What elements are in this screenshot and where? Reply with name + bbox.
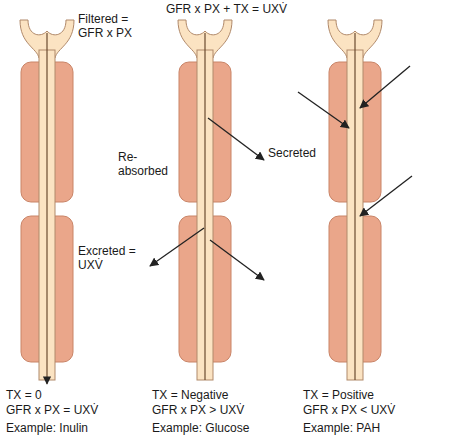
condition-label: TX = Positive	[303, 388, 448, 402]
callout-label: Filtered = GFR x PX	[78, 12, 150, 40]
equation-label: GFR x PX = UXV̇	[6, 403, 146, 417]
reabsorption-arrow	[150, 228, 204, 266]
nephron-tubule	[20, 20, 74, 384]
callout-label: Excreted = UXV̇	[78, 244, 150, 272]
condition-label: TX = 0	[6, 388, 146, 402]
equation-label: GFR x PX > UXV̇	[152, 403, 297, 417]
secretion-arrow	[360, 176, 412, 216]
secretion-arrow	[360, 66, 410, 108]
nephron-tubule	[328, 20, 382, 380]
example-label: Example: PAH	[303, 421, 448, 435]
nephron-tubule	[178, 20, 232, 380]
reabsorption-arrow	[210, 240, 264, 280]
flow-line	[46, 33, 47, 384]
reabsorption-arrow	[208, 118, 264, 160]
equation-label: GFR x PX < UXV̇	[303, 403, 448, 417]
flow-line	[204, 33, 205, 380]
flow-line	[354, 33, 355, 380]
secretion-arrow	[298, 92, 349, 128]
example-label: Example: Inulin	[6, 421, 146, 435]
callout-label: Re-absorbed	[118, 150, 172, 178]
equation-title: GFR x PX + TX = UXV̇	[0, 2, 453, 16]
condition-label: TX = Negative	[152, 388, 297, 402]
example-label: Example: Glucose	[152, 421, 297, 435]
callout-label: Secreted	[268, 146, 326, 160]
